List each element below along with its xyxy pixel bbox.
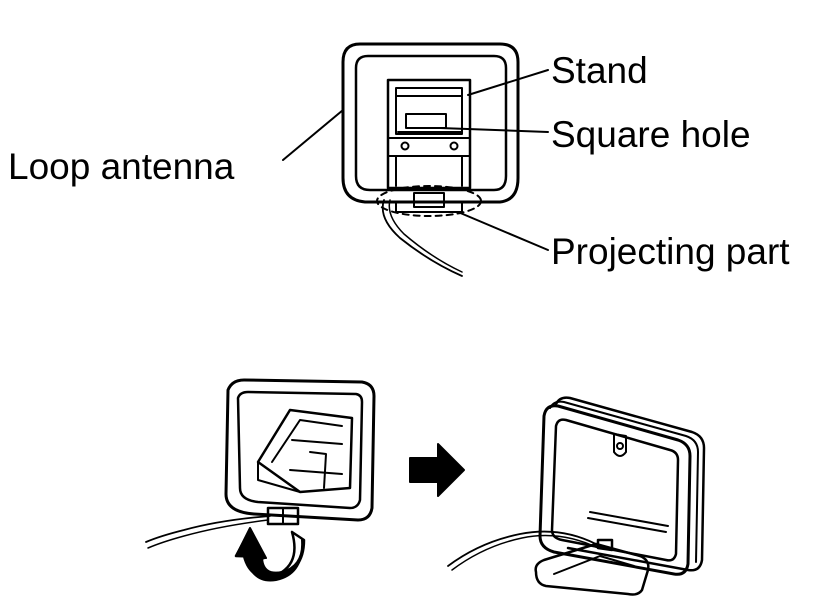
- projecting-part: [376, 185, 482, 217]
- leader-stand: [467, 69, 549, 96]
- antenna-folding-view: [145, 378, 376, 549]
- leader-square-hole: [439, 127, 549, 133]
- stand-part: [386, 78, 472, 190]
- antenna-wire: [381, 199, 463, 277]
- label-loop-antenna: Loop antenna: [8, 146, 235, 187]
- leader-loop-antenna: [282, 109, 344, 161]
- leader-projecting-part: [457, 211, 549, 251]
- curved-arrow-icon: [234, 527, 306, 582]
- loop-antenna-front-view: [341, 42, 520, 204]
- label-square-hole: Square hole: [551, 114, 751, 155]
- label-stand: Stand: [551, 50, 648, 91]
- right-arrow-icon: [409, 443, 465, 497]
- label-projecting-part: Projecting part: [551, 231, 790, 272]
- antenna-assembled-view: [447, 396, 706, 596]
